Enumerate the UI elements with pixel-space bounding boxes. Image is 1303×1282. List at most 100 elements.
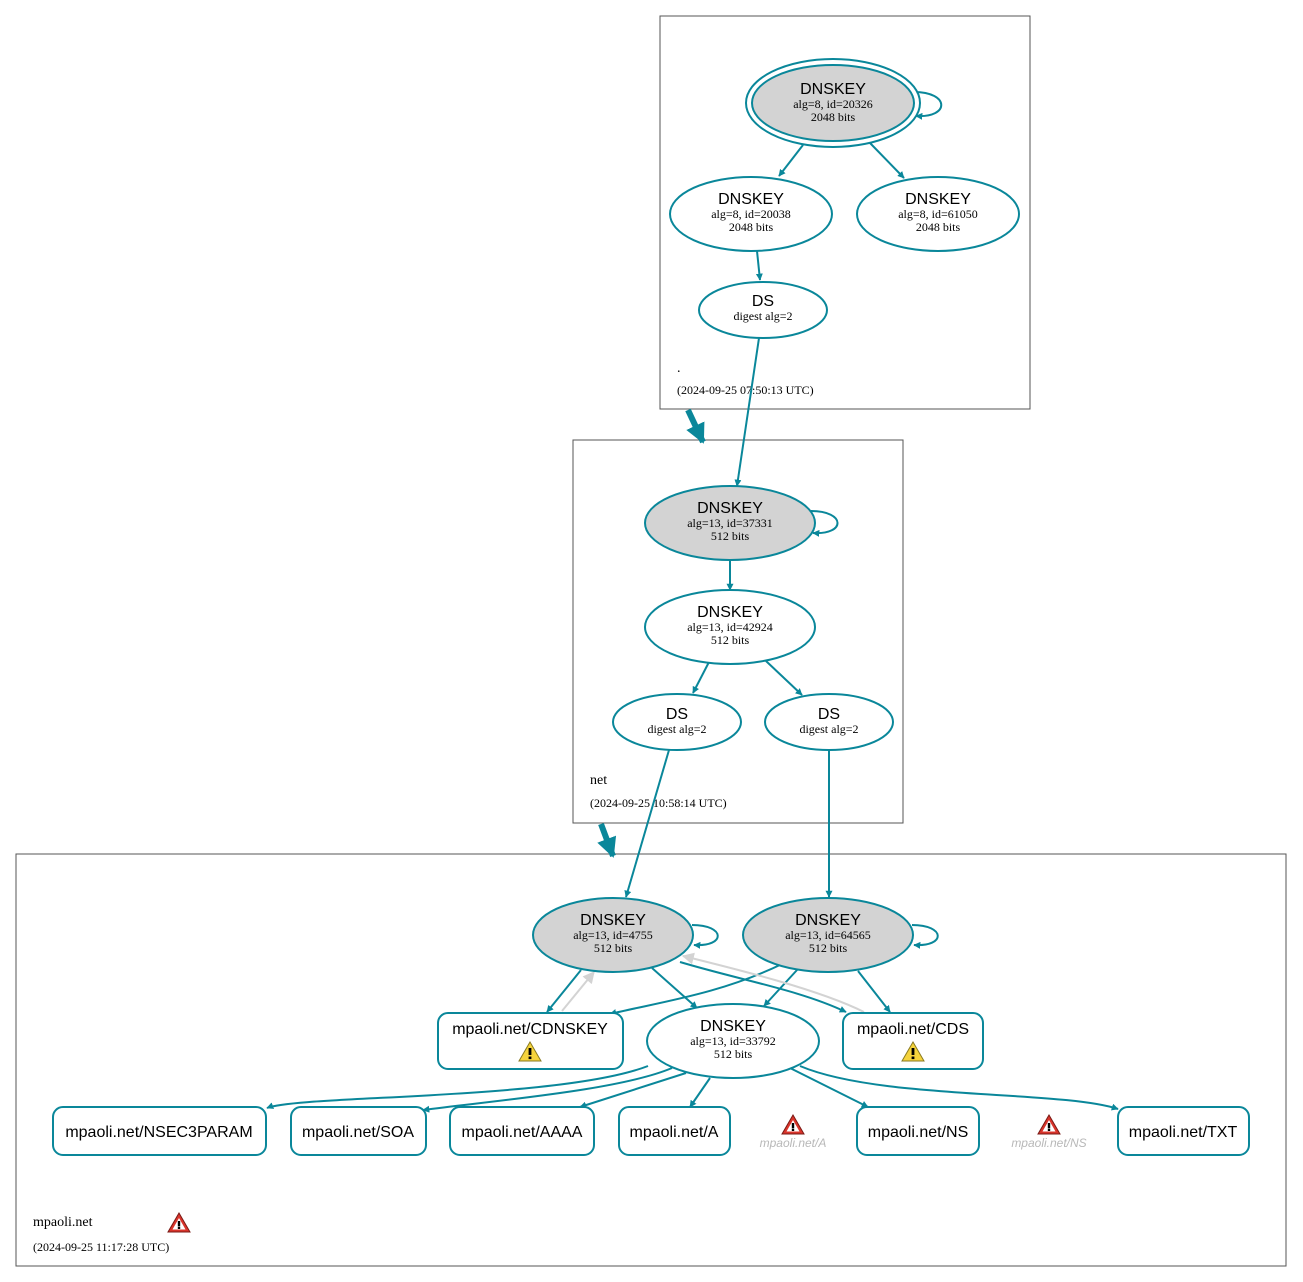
- zone-name-root: .: [677, 361, 681, 376]
- node-title: DNSKEY: [580, 912, 646, 929]
- rrset-txt[interactable]: mpaoli.net/TXT: [1117, 1106, 1250, 1156]
- error-triangle-icon: [781, 1114, 805, 1135]
- dnskey-node-mp-ksk1[interactable]: DNSKEY alg=13, id=4755 512 bits: [532, 897, 694, 973]
- node-detail: digest alg=2: [799, 722, 858, 736]
- node-bits: 2048 bits: [916, 220, 961, 234]
- error-triangle-icon: [1037, 1114, 1061, 1135]
- node-title: DNSKEY: [905, 191, 971, 208]
- edge-zsk-txt: [799, 1065, 1119, 1111]
- node-detail: alg=8, id=20326: [793, 97, 873, 111]
- edge-zsk-aaaa: [579, 1072, 687, 1109]
- dnskey-node-net-ksk[interactable]: DNSKEY alg=13, id=37331 512 bits: [644, 485, 816, 561]
- dnskey-node-root-zsk1[interactable]: DNSKEY alg=8, id=20038 2048 bits: [669, 176, 833, 252]
- zone-timestamp-net: (2024-09-25 10:58:14 UTC): [590, 796, 727, 810]
- error-node-ns[interactable]: mpaoli.net/NS: [1011, 1114, 1087, 1150]
- dnskey-node-net-zsk[interactable]: DNSKEY alg=13, id=42924 512 bits: [644, 589, 816, 665]
- rrset-label: mpaoli.net/NS: [868, 1124, 969, 1141]
- dnskey-node-mp-ksk2[interactable]: DNSKEY alg=13, id=64565 512 bits: [742, 897, 914, 973]
- dnskey-node-root-ksk[interactable]: DNSKEY alg=8, id=20326 2048 bits: [745, 58, 921, 148]
- edge-net-ds1-mp-ksk1: [624, 749, 670, 898]
- self-loop-root-ksk: [913, 91, 943, 120]
- edge-mp-ksk1-cdnskey: [546, 969, 582, 1013]
- self-loop-mp-ksk2: [911, 924, 939, 949]
- node-title: DS: [666, 706, 688, 723]
- ds-node-net-1[interactable]: DS digest alg=2: [612, 693, 742, 751]
- node-bits: 512 bits: [711, 633, 750, 647]
- rrset-label: mpaoli.net/CDNSKEY: [452, 1021, 608, 1038]
- rrset-label: mpaoli.net/CDS: [857, 1021, 969, 1038]
- rrset-label: mpaoli.net/AAAA: [462, 1124, 583, 1141]
- edge-mp-ksk2-cds: [857, 970, 891, 1013]
- rrset-label: mpaoli.net/TXT: [1129, 1124, 1238, 1141]
- node-detail: alg=13, id=33792: [690, 1034, 776, 1048]
- edge-zsk-a: [689, 1077, 711, 1108]
- node-detail: digest alg=2: [733, 309, 792, 323]
- edge-mp-ksk1-zsk: [651, 967, 698, 1009]
- node-detail: alg=8, id=20038: [711, 207, 791, 221]
- node-bits: 512 bits: [809, 941, 848, 955]
- node-bits: 512 bits: [711, 529, 750, 543]
- delegation-arrow-root-net: [685, 408, 706, 444]
- node-title: DNSKEY: [697, 500, 763, 517]
- node-title: DS: [752, 293, 774, 310]
- rrset-cds[interactable]: mpaoli.net/CDS: [842, 1012, 984, 1070]
- delegation-arrow-net-mpaoli: [597, 822, 617, 858]
- node-bits: 2048 bits: [729, 220, 774, 234]
- node-title: DS: [818, 706, 840, 723]
- node-title: DNSKEY: [700, 1018, 766, 1035]
- node-title: DNSKEY: [718, 191, 784, 208]
- edge-mp-ksk2-cdnskey: [609, 963, 783, 1016]
- dnskey-node-root-zsk2[interactable]: DNSKEY alg=8, id=61050 2048 bits: [856, 176, 1020, 252]
- rrset-label: mpaoli.net/SOA: [302, 1124, 414, 1141]
- node-detail: alg=13, id=64565: [785, 928, 871, 942]
- edge-net-zsk-ds1: [692, 661, 710, 694]
- node-title: DNSKEY: [800, 81, 866, 98]
- ds-node-root[interactable]: DS digest alg=2: [698, 281, 828, 339]
- rrset-cdnskey[interactable]: mpaoli.net/CDNSKEY: [437, 1012, 624, 1070]
- zone-box-mpaoli: [15, 853, 1287, 1267]
- node-detail: alg=13, id=4755: [573, 928, 653, 942]
- rrset-ns[interactable]: mpaoli.net/NS: [856, 1106, 980, 1156]
- rrset-label: mpaoli.net/NSEC3PARAM: [65, 1124, 252, 1141]
- edge-net-zsk-ds2: [765, 660, 803, 696]
- node-title: DNSKEY: [795, 912, 861, 929]
- node-bits: 512 bits: [714, 1047, 753, 1061]
- zone-box-root: [659, 15, 1031, 410]
- node-bits: 512 bits: [594, 941, 633, 955]
- error-label: mpaoli.net/A: [760, 1136, 827, 1150]
- self-loop-mp-ksk1: [691, 924, 719, 949]
- edge-grey-cds-ksk1: [681, 952, 865, 1013]
- edge-root-zsk1-ds: [755, 250, 763, 281]
- error-label: mpaoli.net/NS: [1011, 1136, 1086, 1150]
- edge-mp-ksk2-zsk: [763, 969, 798, 1007]
- rrset-soa[interactable]: mpaoli.net/SOA: [290, 1106, 427, 1156]
- edge-root-ksk-zsk2: [869, 142, 905, 179]
- edge-root-ksk-zsk1: [778, 144, 804, 177]
- self-loop-net-ksk: [810, 510, 839, 537]
- rrset-nsec3param[interactable]: mpaoli.net/NSEC3PARAM: [52, 1106, 267, 1156]
- node-detail: alg=13, id=37331: [687, 516, 773, 530]
- error-node-a[interactable]: mpaoli.net/A: [760, 1114, 827, 1150]
- edge-zsk-ns: [789, 1067, 869, 1108]
- zone-timestamp-mpaoli: (2024-09-25 11:17:28 UTC): [33, 1240, 169, 1254]
- zone-name-mpaoli: mpaoli.net: [33, 1215, 93, 1230]
- rrset-aaaa[interactable]: mpaoli.net/AAAA: [449, 1106, 595, 1156]
- edge-root-ds-net-ksk: [734, 337, 760, 487]
- dnskey-node-mp-zsk[interactable]: DNSKEY alg=13, id=33792 512 bits: [646, 1003, 820, 1079]
- rrset-label: mpaoli.net/A: [630, 1124, 719, 1141]
- zone-error-icon: [167, 1212, 191, 1233]
- edge-mp-ksk1-cds: [679, 961, 847, 1013]
- zone-name-net: net: [590, 773, 607, 788]
- node-title: DNSKEY: [697, 604, 763, 621]
- ds-node-net-2[interactable]: DS digest alg=2: [764, 693, 894, 751]
- edge-grey-cdnskey-ksk1: [561, 971, 595, 1012]
- node-bits: 2048 bits: [811, 110, 856, 124]
- node-detail: alg=8, id=61050: [898, 207, 978, 221]
- zone-box-net: [572, 439, 904, 824]
- rrset-a[interactable]: mpaoli.net/A: [618, 1106, 731, 1156]
- node-detail: digest alg=2: [647, 722, 706, 736]
- zone-timestamp-root: (2024-09-25 07:50:13 UTC): [677, 383, 814, 397]
- edge-zsk-nsec3param: [266, 1065, 649, 1109]
- node-detail: alg=13, id=42924: [687, 620, 773, 634]
